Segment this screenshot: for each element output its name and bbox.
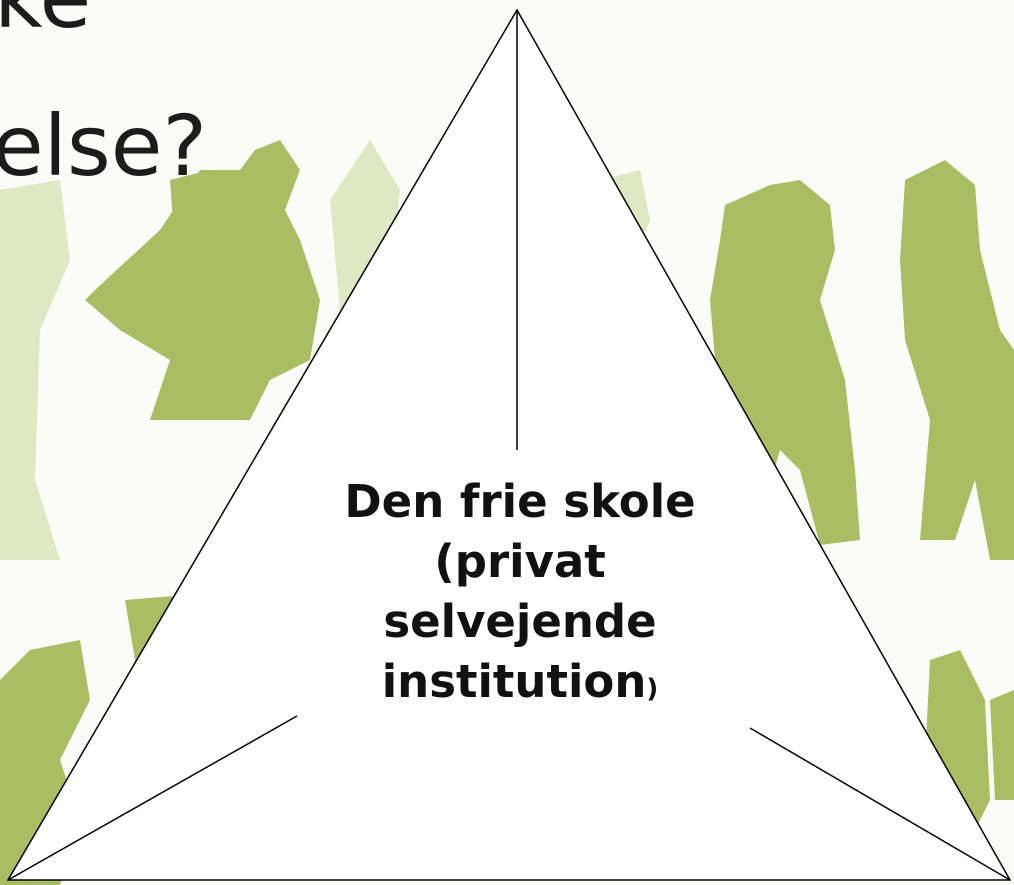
center-label-line-3: selvejende <box>383 595 657 648</box>
center-label-line-1: Den frie skole <box>344 475 696 528</box>
figure-bottom-edge <box>990 690 1014 800</box>
divider-left <box>7 715 298 881</box>
figure-jumping <box>85 140 320 420</box>
figure-left-faded <box>0 180 70 560</box>
triangle-shape <box>6 8 1012 881</box>
center-label: Den frie skole (privat selvejende instit… <box>330 472 710 719</box>
center-label-line-4-text: institution <box>381 655 647 708</box>
center-label-line-4-tail: ) <box>646 674 659 704</box>
title-line-1: ke <box>0 0 91 40</box>
figure-small <box>170 170 215 250</box>
center-label-line-4: institution) <box>330 652 710 719</box>
figure-right-2 <box>900 160 1014 560</box>
center-label-line-2: (privat <box>434 535 606 588</box>
divider-right <box>749 727 1011 881</box>
title-line-2: else? <box>0 97 208 195</box>
